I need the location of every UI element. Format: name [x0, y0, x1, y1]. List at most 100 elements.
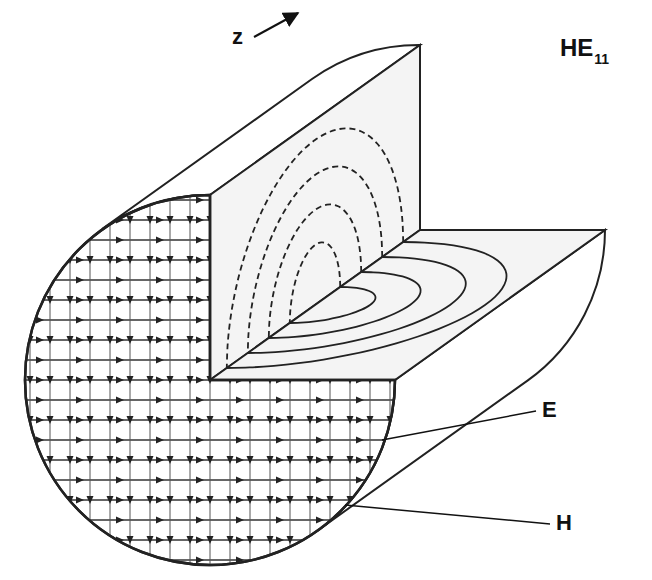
- field-arrowhead: [267, 456, 274, 464]
- field-arrowhead: [187, 296, 194, 304]
- field-arrowhead: [36, 197, 44, 204]
- field-arrowhead: [156, 457, 164, 464]
- field-arrowhead: [76, 477, 84, 484]
- field-arrowhead: [327, 456, 334, 464]
- field-arrowhead: [36, 497, 44, 504]
- field-arrowhead: [367, 256, 374, 264]
- field-arrowhead: [236, 237, 244, 244]
- field-arrowhead: [76, 237, 84, 244]
- field-arrowhead: [116, 497, 124, 504]
- field-arrowhead: [196, 297, 204, 304]
- field-arrowhead: [276, 477, 284, 484]
- field-arrowhead: [367, 536, 374, 544]
- field-arrowhead: [67, 536, 74, 544]
- field-arrowhead: [116, 397, 124, 404]
- field-arrowhead: [116, 477, 124, 484]
- field-arrowhead: [187, 496, 194, 504]
- field-arrowhead: [316, 217, 324, 224]
- field-label: E: [542, 399, 557, 421]
- field-arrowhead: [76, 497, 84, 504]
- field-arrowhead: [236, 217, 244, 224]
- field-arrowhead: [356, 277, 364, 284]
- field-arrowhead: [316, 277, 324, 284]
- field-arrowhead: [356, 297, 364, 304]
- field-arrowhead: [316, 537, 324, 544]
- h-field-loop: [227, 242, 507, 368]
- field-arrowhead: [347, 456, 354, 464]
- field-arrowhead: [147, 416, 154, 424]
- field-arrowhead: [367, 496, 374, 504]
- field-arrowhead: [36, 277, 44, 284]
- field-arrowhead: [127, 496, 134, 504]
- field-arrowhead: [147, 256, 154, 264]
- field-arrowhead: [156, 497, 164, 504]
- field-arrowhead: [287, 336, 294, 344]
- field-arrowhead: [356, 337, 364, 344]
- field-arrowhead: [387, 216, 394, 224]
- field-arrowhead: [67, 416, 74, 424]
- field-arrowhead: [316, 517, 324, 524]
- field-arrowhead: [276, 197, 284, 204]
- field-arrowhead: [276, 557, 284, 564]
- field-arrowhead: [356, 417, 364, 424]
- field-arrowhead: [247, 536, 254, 544]
- field-arrowhead: [76, 277, 84, 284]
- field-arrowhead: [76, 357, 84, 364]
- field-arrowhead: [356, 537, 364, 544]
- field-arrowhead: [127, 296, 134, 304]
- field-arrowhead: [76, 297, 84, 304]
- field-arrowhead: [187, 256, 194, 264]
- field-arrowhead: [76, 337, 84, 344]
- field-arrowhead: [327, 256, 334, 264]
- field-arrowhead: [107, 336, 114, 344]
- field-arrowhead: [116, 557, 124, 564]
- field-arrowhead: [356, 437, 364, 444]
- field-arrowhead: [196, 337, 204, 344]
- field-arrowhead: [47, 336, 54, 344]
- field-arrowhead: [287, 536, 294, 544]
- field-arrowhead: [156, 237, 164, 244]
- field-arrowhead: [247, 336, 254, 344]
- h-field-loop: [269, 272, 421, 338]
- field-arrowhead: [356, 557, 364, 564]
- field-arrowhead: [36, 517, 44, 524]
- field-arrowhead: [316, 417, 324, 424]
- field-arrowhead: [356, 517, 364, 524]
- field-arrowhead: [156, 397, 164, 404]
- field-arrowhead: [196, 557, 204, 564]
- field-arrowhead: [116, 257, 124, 264]
- field-arrowhead: [287, 456, 294, 464]
- field-arrowhead: [236, 357, 244, 364]
- field-arrowhead: [387, 336, 394, 344]
- h-field-loops: [227, 242, 507, 368]
- field-arrowhead: [347, 416, 354, 424]
- field-arrowhead: [196, 277, 204, 284]
- field-arrowhead: [156, 217, 164, 224]
- field-arrowhead: [87, 216, 94, 224]
- field-arrowhead: [147, 496, 154, 504]
- field-arrowhead: [276, 357, 284, 364]
- field-arrowhead: [127, 376, 134, 384]
- field-arrowhead: [327, 416, 334, 424]
- field-arrowhead: [76, 397, 84, 404]
- field-arrowhead: [87, 496, 94, 504]
- field-arrowhead: [307, 216, 314, 224]
- field-arrowhead: [187, 336, 194, 344]
- field-arrowhead: [36, 537, 44, 544]
- field-arrowhead: [107, 376, 114, 384]
- field-arrowhead: [316, 297, 324, 304]
- field-arrowhead: [387, 536, 394, 544]
- field-arrowhead: [227, 416, 234, 424]
- field-arrowhead: [76, 377, 84, 384]
- field-arrowhead: [76, 457, 84, 464]
- field-arrowhead: [36, 257, 44, 264]
- field-arrowhead: [76, 217, 84, 224]
- field-arrowhead: [367, 456, 374, 464]
- field-arrowhead: [227, 456, 234, 464]
- field-arrowhead: [356, 237, 364, 244]
- field-arrowhead: [367, 216, 374, 224]
- field-arrowhead: [107, 496, 114, 504]
- longitudinal-cut-plane: [210, 230, 605, 380]
- field-arrowhead: [316, 337, 324, 344]
- field-arrowhead: [47, 416, 54, 424]
